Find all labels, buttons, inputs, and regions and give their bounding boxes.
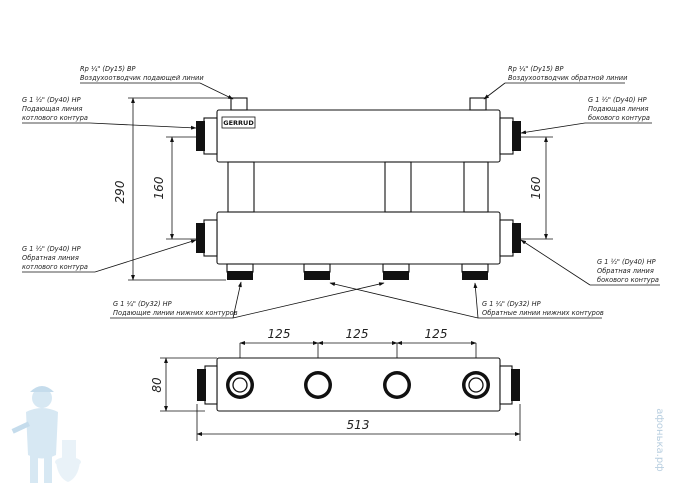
port-2 — [304, 371, 332, 399]
port-4 — [462, 371, 490, 399]
boiler-supply-line2: Подающая линия — [22, 105, 83, 113]
lower-return-line2: Обратные линии нижних контуров — [482, 309, 604, 317]
boiler-supply-line1: G 1 ½" (Dy40) НР — [22, 96, 81, 104]
pitch-3-label: 125 — [425, 327, 448, 341]
callout-vent-supply: Rp ¼" (Dy15) ВР Воздухоотводчик подающей… — [80, 65, 234, 100]
left-top-thread — [196, 117, 218, 155]
lower-outlet-2 — [303, 263, 331, 280]
connecting-tube-3 — [463, 161, 489, 213]
dimension-160-right-label: 160 — [529, 176, 543, 199]
boiler-supply-line3: котлового контура — [22, 114, 88, 122]
side-supply-line1: G 1 ½" (Dy40) НР — [588, 96, 647, 104]
lower-outlet-3 — [382, 263, 410, 280]
left-bottom-thread — [196, 219, 218, 257]
front-view: GERRUD — [196, 97, 521, 280]
vent-return-line2: Воздухоотводчик обратной линии — [508, 74, 628, 82]
lower-outlet-1 — [226, 263, 254, 280]
port-1 — [226, 371, 254, 399]
dimension-160-left-label: 160 — [152, 176, 166, 199]
side-supply-line3: бокового контура — [588, 114, 650, 122]
callout-lower-return: G 1 ¼" (Dy32) НР Обратные линии нижних к… — [329, 282, 604, 319]
side-return-line2: Обратная линия — [597, 267, 654, 275]
lower-supply-line2: Подающие линии нижних контуров — [113, 309, 238, 317]
plan-view: 125 125 125 80 — [150, 327, 521, 441]
lower-outlet-4 — [461, 263, 489, 280]
callout-side-return: G 1 ½" (Dy40) НР Обратная линия бокового… — [520, 239, 660, 286]
watermark-text: афонька.рф — [654, 408, 665, 471]
plumber-mascot-icon — [11, 386, 81, 483]
callout-lower-supply: G 1 ¼" (Dy32) НР Подающие линии нижних к… — [110, 281, 385, 319]
length-513-label: 513 — [347, 418, 370, 432]
callout-side-supply: G 1 ½" (Dy40) НР Подающая линия бокового… — [520, 96, 652, 135]
width-80-label: 80 — [150, 377, 164, 393]
logo-plate — [221, 116, 256, 129]
dimension-160-right: 160 — [521, 136, 553, 240]
pitch-2-label: 125 — [346, 327, 369, 341]
dimension-290: 290 — [113, 97, 230, 281]
pitch-1-label: 125 — [268, 327, 291, 341]
dimension-160-left: 160 — [152, 136, 196, 240]
boiler-return-line3: котлового контура — [22, 263, 88, 271]
connecting-tube-1 — [227, 161, 255, 213]
lower-return-line1: G 1 ¼" (Dy32) НР — [482, 300, 541, 308]
boiler-return-line1: G 1 ½" (Dy40) НР — [22, 245, 81, 253]
callout-boiler-return: G 1 ½" (Dy40) НР Обратная линия котловог… — [22, 239, 197, 273]
vent-return-line1: Rp ¼" (Dy15) ВР — [508, 65, 564, 73]
dimension-290-label: 290 — [113, 180, 127, 203]
boiler-return-line2: Обратная линия — [22, 254, 79, 262]
side-return-line3: бокового контура — [597, 276, 659, 284]
vent-supply-line1: Rp ¼" (Dy15) ВР — [80, 65, 136, 73]
port-3 — [383, 371, 411, 399]
supply-header — [216, 109, 501, 163]
air-vent-supply — [230, 97, 248, 111]
side-return-line1: G 1 ½" (Dy40) НР — [597, 258, 656, 266]
connecting-tube-2 — [384, 161, 412, 213]
plan-body — [216, 357, 501, 412]
callout-boiler-supply: G 1 ½" (Dy40) НР Подающая линия котловог… — [22, 96, 197, 130]
logo-text: GERRUD — [223, 119, 254, 127]
vent-supply-line2: Воздухоотводчик подающей линии — [80, 74, 204, 82]
lower-supply-line1: G 1 ¼" (Dy32) НР — [113, 300, 172, 308]
return-header — [216, 211, 501, 265]
right-top-thread — [499, 117, 521, 155]
right-bottom-thread — [499, 219, 521, 257]
side-supply-line2: Подающая линия — [588, 105, 649, 113]
air-vent-return — [469, 97, 487, 111]
callout-vent-return: Rp ¼" (Dy15) ВР Воздухоотводчик обратной… — [483, 65, 628, 100]
